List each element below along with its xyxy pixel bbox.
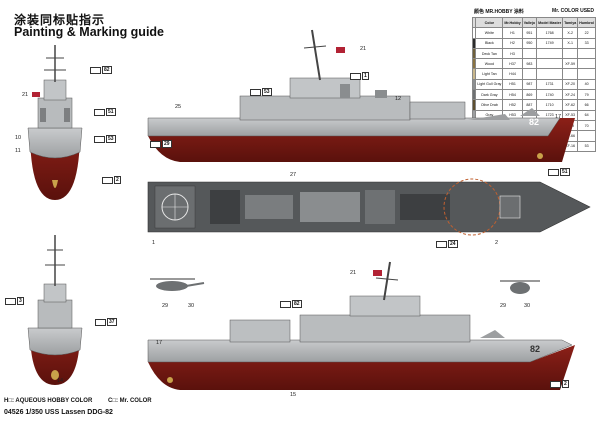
page-title-en: Painting & Marking guide [14,25,165,39]
callout-h2: 2 [102,176,121,184]
callout-h82-port: 82 [280,300,302,308]
legend-aqueous: H□: AQUEOUS HOBBY COLOR [4,398,93,404]
part-number: 10 [15,135,22,141]
part-number: 15 [290,392,297,398]
part-number: 2 [495,240,499,246]
part-number: 21 [22,92,29,98]
part-number: 30 [524,303,531,309]
callout-h37: 37 [95,318,117,326]
callout-h2-stern: 2 [550,380,569,388]
callout-h51-bow: 51 [548,168,570,176]
legend-mrcolor: C□: Mr. COLOR [108,398,152,404]
us-flag-icon [373,270,382,276]
part-number: 17 [555,114,562,120]
color-table-cell: 53 [577,140,596,152]
part-number: 25 [175,104,182,110]
rear-view-ship [27,235,83,385]
part-number: 29 [500,303,507,309]
us-flag-icon [32,92,40,97]
part-number: 21 [350,270,357,276]
callout-h51: 51 [94,108,116,116]
part-number: 29 [162,303,169,309]
us-flag-icon [336,47,345,53]
part-number: 1 [152,240,156,246]
part-number: 12 [395,96,402,102]
helicopter-side [150,278,205,291]
hull-number-82-top: 82 [529,117,539,127]
callout-h3: 3 [5,297,24,305]
part-number: 27 [290,172,297,178]
deck-plan-view [147,178,591,236]
part-number: 11 [15,148,21,154]
front-view-ship [27,45,83,200]
part-number: 21 [360,46,367,52]
callout-h53-top: 53 [250,88,272,96]
callout-h1: 1 [350,72,369,80]
callout-h29: 29 [150,140,172,148]
callout-h24: 24 [436,240,458,248]
part-number: 14 [57,378,64,384]
color-table-header-right: Mr. COLOR USED [552,8,594,14]
helicopter-front [500,280,540,294]
part-number: 17 [156,340,163,346]
side-view-port [147,261,575,390]
footer-caption: 04526 1/350 USS Lassen DDG-82 [4,409,113,416]
color-table-header-left: 颜色 MR.HOBBY 涂料 [474,9,524,15]
callout-h53: 53 [94,135,116,143]
hull-number-82-bottom: 82 [530,344,540,354]
page-title-cn: 涂装同标贴指示 [14,13,106,27]
part-number: 30 [188,303,195,309]
callout-h82: 82 [90,66,112,74]
side-view-starboard [147,29,575,162]
